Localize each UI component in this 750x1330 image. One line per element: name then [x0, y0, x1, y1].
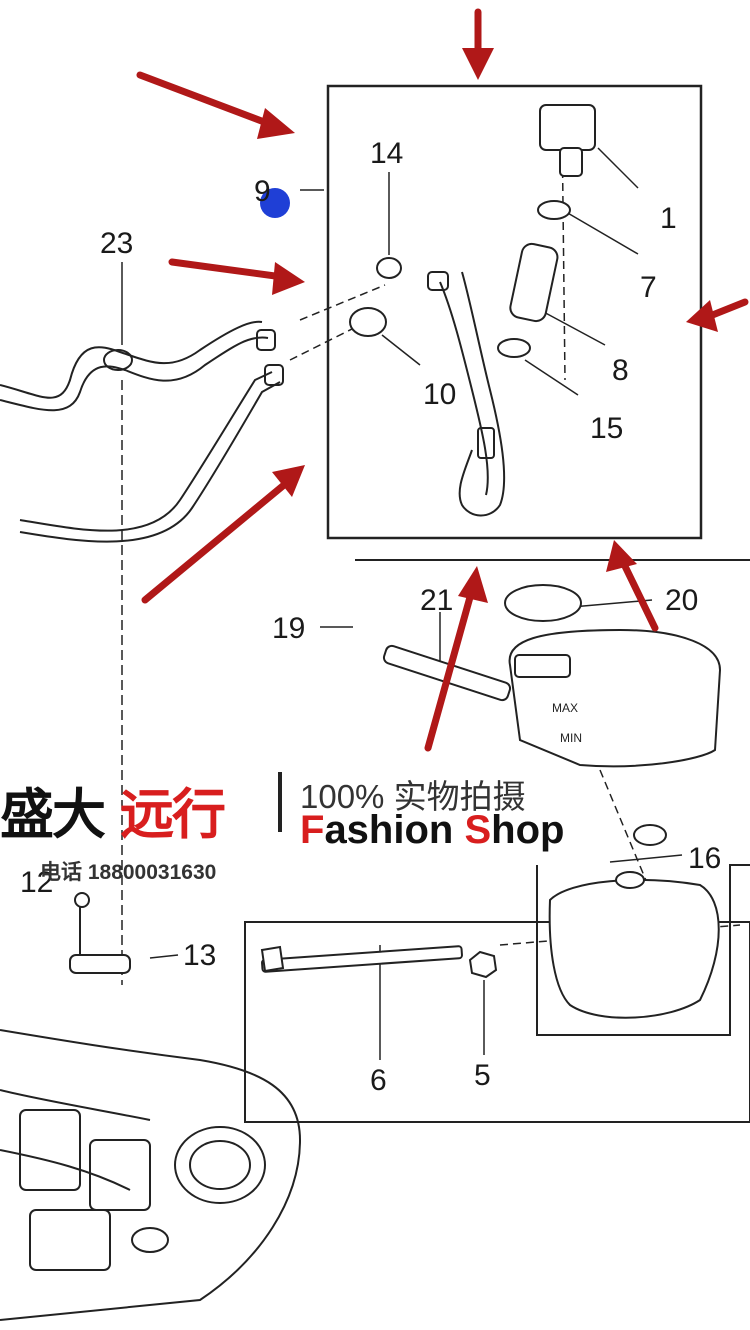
brake-fluid-reservoir: MAX MIN — [382, 584, 722, 768]
watermark-subtitle: 100% 实物拍摄 — [300, 778, 526, 815]
callout-9: 9 — [254, 175, 271, 208]
detail-box-bolt — [244, 921, 750, 1123]
engine-intake — [0, 1029, 302, 1321]
clip-14 — [376, 257, 402, 279]
wm-en-ashion: ashion — [324, 808, 465, 852]
arrow-mid-left — [168, 258, 294, 282]
callout-21: 21 — [420, 584, 453, 617]
arrow-lower-left — [141, 476, 294, 604]
wm-en-f: F — [300, 808, 325, 852]
callout-8: 8 — [612, 354, 629, 387]
callout-7: 7 — [640, 271, 657, 304]
watermark-english: Fashion Shop — [300, 808, 564, 853]
callout-16: 16 — [688, 842, 721, 875]
arrow-bottom-right — [618, 556, 659, 632]
red-arrows — [136, 8, 749, 752]
pressure-sensor — [539, 104, 596, 151]
master-cylinder — [548, 824, 720, 1019]
callout-10: 10 — [423, 378, 456, 411]
clamp-lower — [497, 338, 531, 358]
bolt — [261, 945, 463, 973]
callout-19: 19 — [272, 612, 305, 645]
grommet — [349, 307, 387, 337]
callout-12: 12 — [20, 866, 53, 899]
reservoir-cap — [504, 584, 582, 622]
callout-14: 14 — [370, 137, 403, 170]
callout-23: 23 — [100, 227, 133, 260]
nut — [468, 950, 498, 979]
throttle-body — [174, 1126, 266, 1204]
clamp-upper — [537, 200, 571, 220]
callout-15: 15 — [590, 412, 623, 445]
svg-text:MAX: MAX — [552, 701, 578, 715]
watermark-phone: 电话 18800031630 — [40, 861, 217, 884]
bolt-assembly — [69, 892, 498, 979]
callout-13: 13 — [183, 939, 216, 972]
svg-text:MIN: MIN — [560, 731, 582, 745]
arrow-bottom-center — [424, 586, 476, 752]
callout-6: 6 — [370, 1064, 387, 1097]
watermark-brand-red: 远行 — [120, 785, 226, 845]
callout-1: 1 — [660, 202, 677, 235]
sensor-tube — [509, 242, 559, 323]
wm-en-hop: hop — [491, 808, 565, 852]
blue-marker — [260, 188, 290, 218]
watermark-brand-black: 盛大 — [0, 785, 106, 845]
wm-en-s: S — [464, 808, 492, 852]
detail-box-master-cylinder — [536, 864, 750, 1036]
arrow-upper-left — [136, 71, 284, 132]
watermark-separator — [278, 772, 282, 832]
brake-hoses — [0, 271, 506, 543]
callout-20: 20 — [665, 584, 698, 617]
callout-5: 5 — [474, 1059, 491, 1092]
sensor-parts — [349, 104, 596, 358]
